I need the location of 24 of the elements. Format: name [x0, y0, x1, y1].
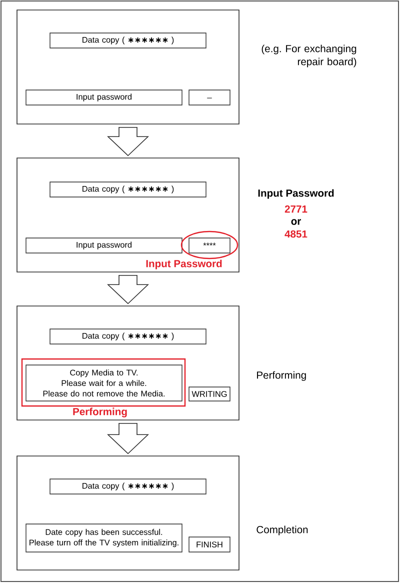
title-field: Data copy ( ∗∗∗∗∗∗ ): [50, 182, 206, 198]
highlight-caption: Input Password: [146, 260, 222, 270]
title-field: Data copy ( ∗∗∗∗∗∗ ): [50, 32, 206, 48]
password-code: 4851: [284, 230, 308, 238]
message-box: Date copy has been successful. Please turn off the TV system initializing.: [26, 524, 182, 552]
title-field: Data copy ( ∗∗∗∗∗∗ ): [50, 328, 206, 344]
block-arrow: [107, 275, 149, 304]
step-note: Performing: [257, 371, 306, 381]
title-field: Data copy ( ∗∗∗∗∗∗ ): [50, 478, 206, 494]
password-code: 2771: [284, 205, 308, 213]
prompt-field: Input password: [26, 90, 182, 106]
status-box: WRITING: [188, 386, 230, 402]
status-box: FINISH: [188, 536, 230, 552]
block-arrow: [107, 423, 149, 454]
step-note: Completion: [256, 526, 308, 536]
message-box: Copy Media to TV. Please wait for a while. Please do not remove the Media.: [26, 364, 182, 402]
prompt-field: Input password: [26, 238, 182, 254]
block-arrow: [107, 127, 149, 156]
step-note: (e.g. For exchanging repair board): [262, 44, 356, 68]
step-heading: Input Password: [258, 189, 334, 199]
input-field: _: [188, 90, 230, 106]
highlight-caption: Performing: [73, 408, 127, 418]
input-field: ****: [188, 238, 230, 254]
step-note: or: [291, 219, 301, 225]
